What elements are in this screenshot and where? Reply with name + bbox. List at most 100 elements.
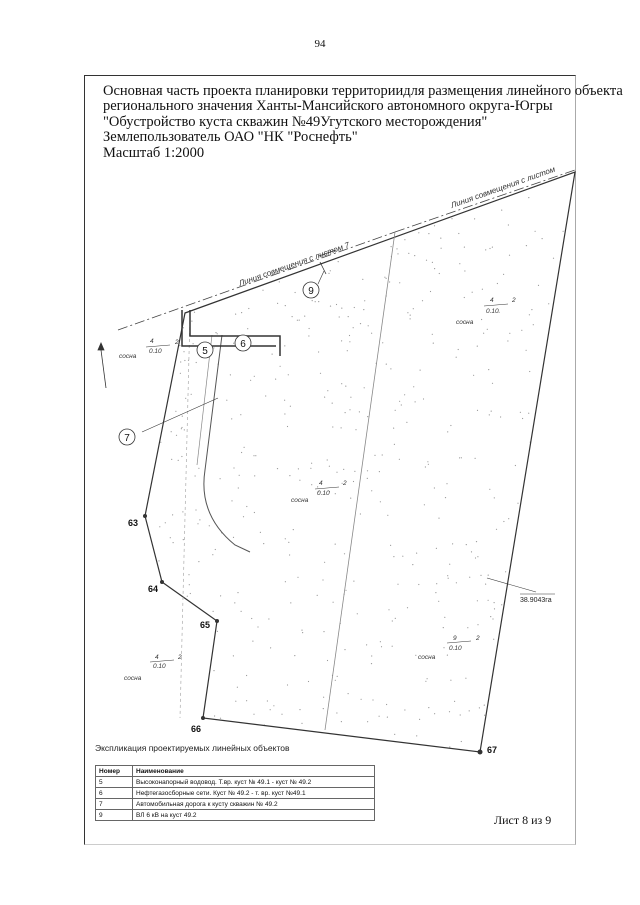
forest-dot — [286, 425, 289, 428]
forest-label: сосна 4 0.10 2 — [291, 480, 347, 504]
forest-dot — [444, 497, 447, 499]
forest-dot — [341, 482, 343, 484]
forest-dot — [443, 647, 445, 649]
forest-dot — [182, 539, 184, 541]
forest-dot — [552, 257, 555, 259]
forest-dot — [432, 342, 434, 344]
forest-dot — [328, 490, 330, 493]
forest-dot — [181, 455, 183, 458]
svg-text:сосна: сосна — [291, 497, 309, 504]
forest-dot — [507, 340, 509, 342]
forest-dot — [341, 307, 343, 309]
forest-dot — [493, 638, 495, 640]
forest-dot — [277, 302, 279, 304]
forest-dot — [324, 396, 326, 398]
forest-dot — [233, 467, 235, 469]
svg-text:2: 2 — [511, 297, 516, 304]
forest-dot — [347, 316, 349, 318]
forest-dot — [397, 583, 399, 585]
forest-dot — [358, 411, 360, 413]
forest-dot — [419, 718, 421, 721]
forest-dot — [352, 480, 355, 483]
forest-dot — [363, 309, 365, 311]
forest-dot — [460, 457, 462, 459]
forest-dot — [284, 305, 286, 307]
forest-dot — [229, 374, 231, 376]
forest-dot — [332, 426, 334, 428]
forest-dot — [370, 663, 373, 665]
area-label: 38.9043га — [520, 593, 555, 604]
svg-text:сосна: сосна — [119, 353, 137, 360]
forest-dot — [481, 288, 483, 290]
forest-dot — [400, 404, 402, 406]
leader-area — [486, 577, 537, 593]
forest-dot — [419, 369, 421, 371]
forest-dot — [308, 327, 310, 330]
power-line-9-tick — [319, 261, 327, 275]
forest-dot — [329, 305, 332, 307]
forest-dot — [409, 314, 411, 316]
forest-dot — [454, 700, 456, 703]
forest-dot — [501, 604, 503, 606]
forest-dot — [328, 465, 330, 467]
forest-dot — [216, 333, 218, 335]
forest-dot — [273, 705, 275, 707]
forest-dot — [355, 429, 357, 431]
forest-dot — [346, 350, 348, 352]
svg-text:сосна: сосна — [418, 654, 436, 661]
forest-dot — [328, 272, 330, 274]
forest-dot — [371, 490, 373, 492]
forest-dot — [435, 547, 437, 550]
forest-dot — [433, 487, 435, 489]
forest-dot — [288, 541, 290, 544]
forest-dot — [438, 600, 440, 602]
forest-dot — [257, 626, 259, 628]
forest-dot — [194, 475, 196, 477]
north-arrow-icon — [97, 341, 107, 389]
forest-dot — [299, 479, 301, 481]
svg-text:7: 7 — [124, 433, 130, 444]
forest-dot — [435, 592, 437, 594]
forest-dot — [374, 454, 376, 456]
forest-dot — [345, 589, 347, 591]
forest-dot — [179, 372, 181, 374]
forest-dot — [284, 345, 286, 347]
forest-dot — [390, 368, 392, 370]
forest-dot — [402, 555, 404, 557]
forest-dot — [438, 517, 440, 519]
forest-dot — [379, 501, 381, 503]
forest-dot — [487, 574, 489, 576]
row-number: 7 — [95, 798, 133, 810]
forest-dot — [367, 721, 369, 723]
forest-dot — [316, 594, 318, 597]
forest-dot — [390, 246, 392, 248]
forest-dot — [247, 328, 249, 330]
forest-dot — [182, 511, 184, 513]
forest-dot — [253, 713, 255, 715]
forest-dot — [334, 679, 336, 681]
forest-dot — [352, 327, 354, 329]
forest-dot — [324, 561, 326, 563]
pipeline-5 — [181, 310, 276, 347]
forest-dot — [486, 328, 488, 330]
forest-dot — [336, 471, 338, 473]
forest-dot — [489, 247, 491, 250]
explication-title: Экспликация проектируемых линейных объек… — [95, 743, 290, 753]
forest-dot — [409, 318, 411, 320]
forest-dot — [308, 335, 310, 337]
forest-dot — [332, 601, 334, 603]
forest-dot — [344, 649, 346, 651]
forest-dot — [327, 390, 329, 392]
svg-text:сосна: сосна — [456, 319, 474, 326]
forest-dot — [175, 410, 177, 412]
drawing-title: Основная часть проекта планировки террит… — [103, 83, 623, 161]
forest-dot — [311, 484, 313, 486]
forest-dot — [363, 387, 365, 389]
forest-dot — [185, 397, 187, 399]
forest-dot — [237, 487, 239, 489]
forest-dot — [455, 356, 457, 358]
forest-dot — [307, 680, 310, 683]
forest-dot — [338, 316, 340, 318]
forest-dot — [393, 443, 395, 445]
forest-dot — [301, 629, 303, 631]
